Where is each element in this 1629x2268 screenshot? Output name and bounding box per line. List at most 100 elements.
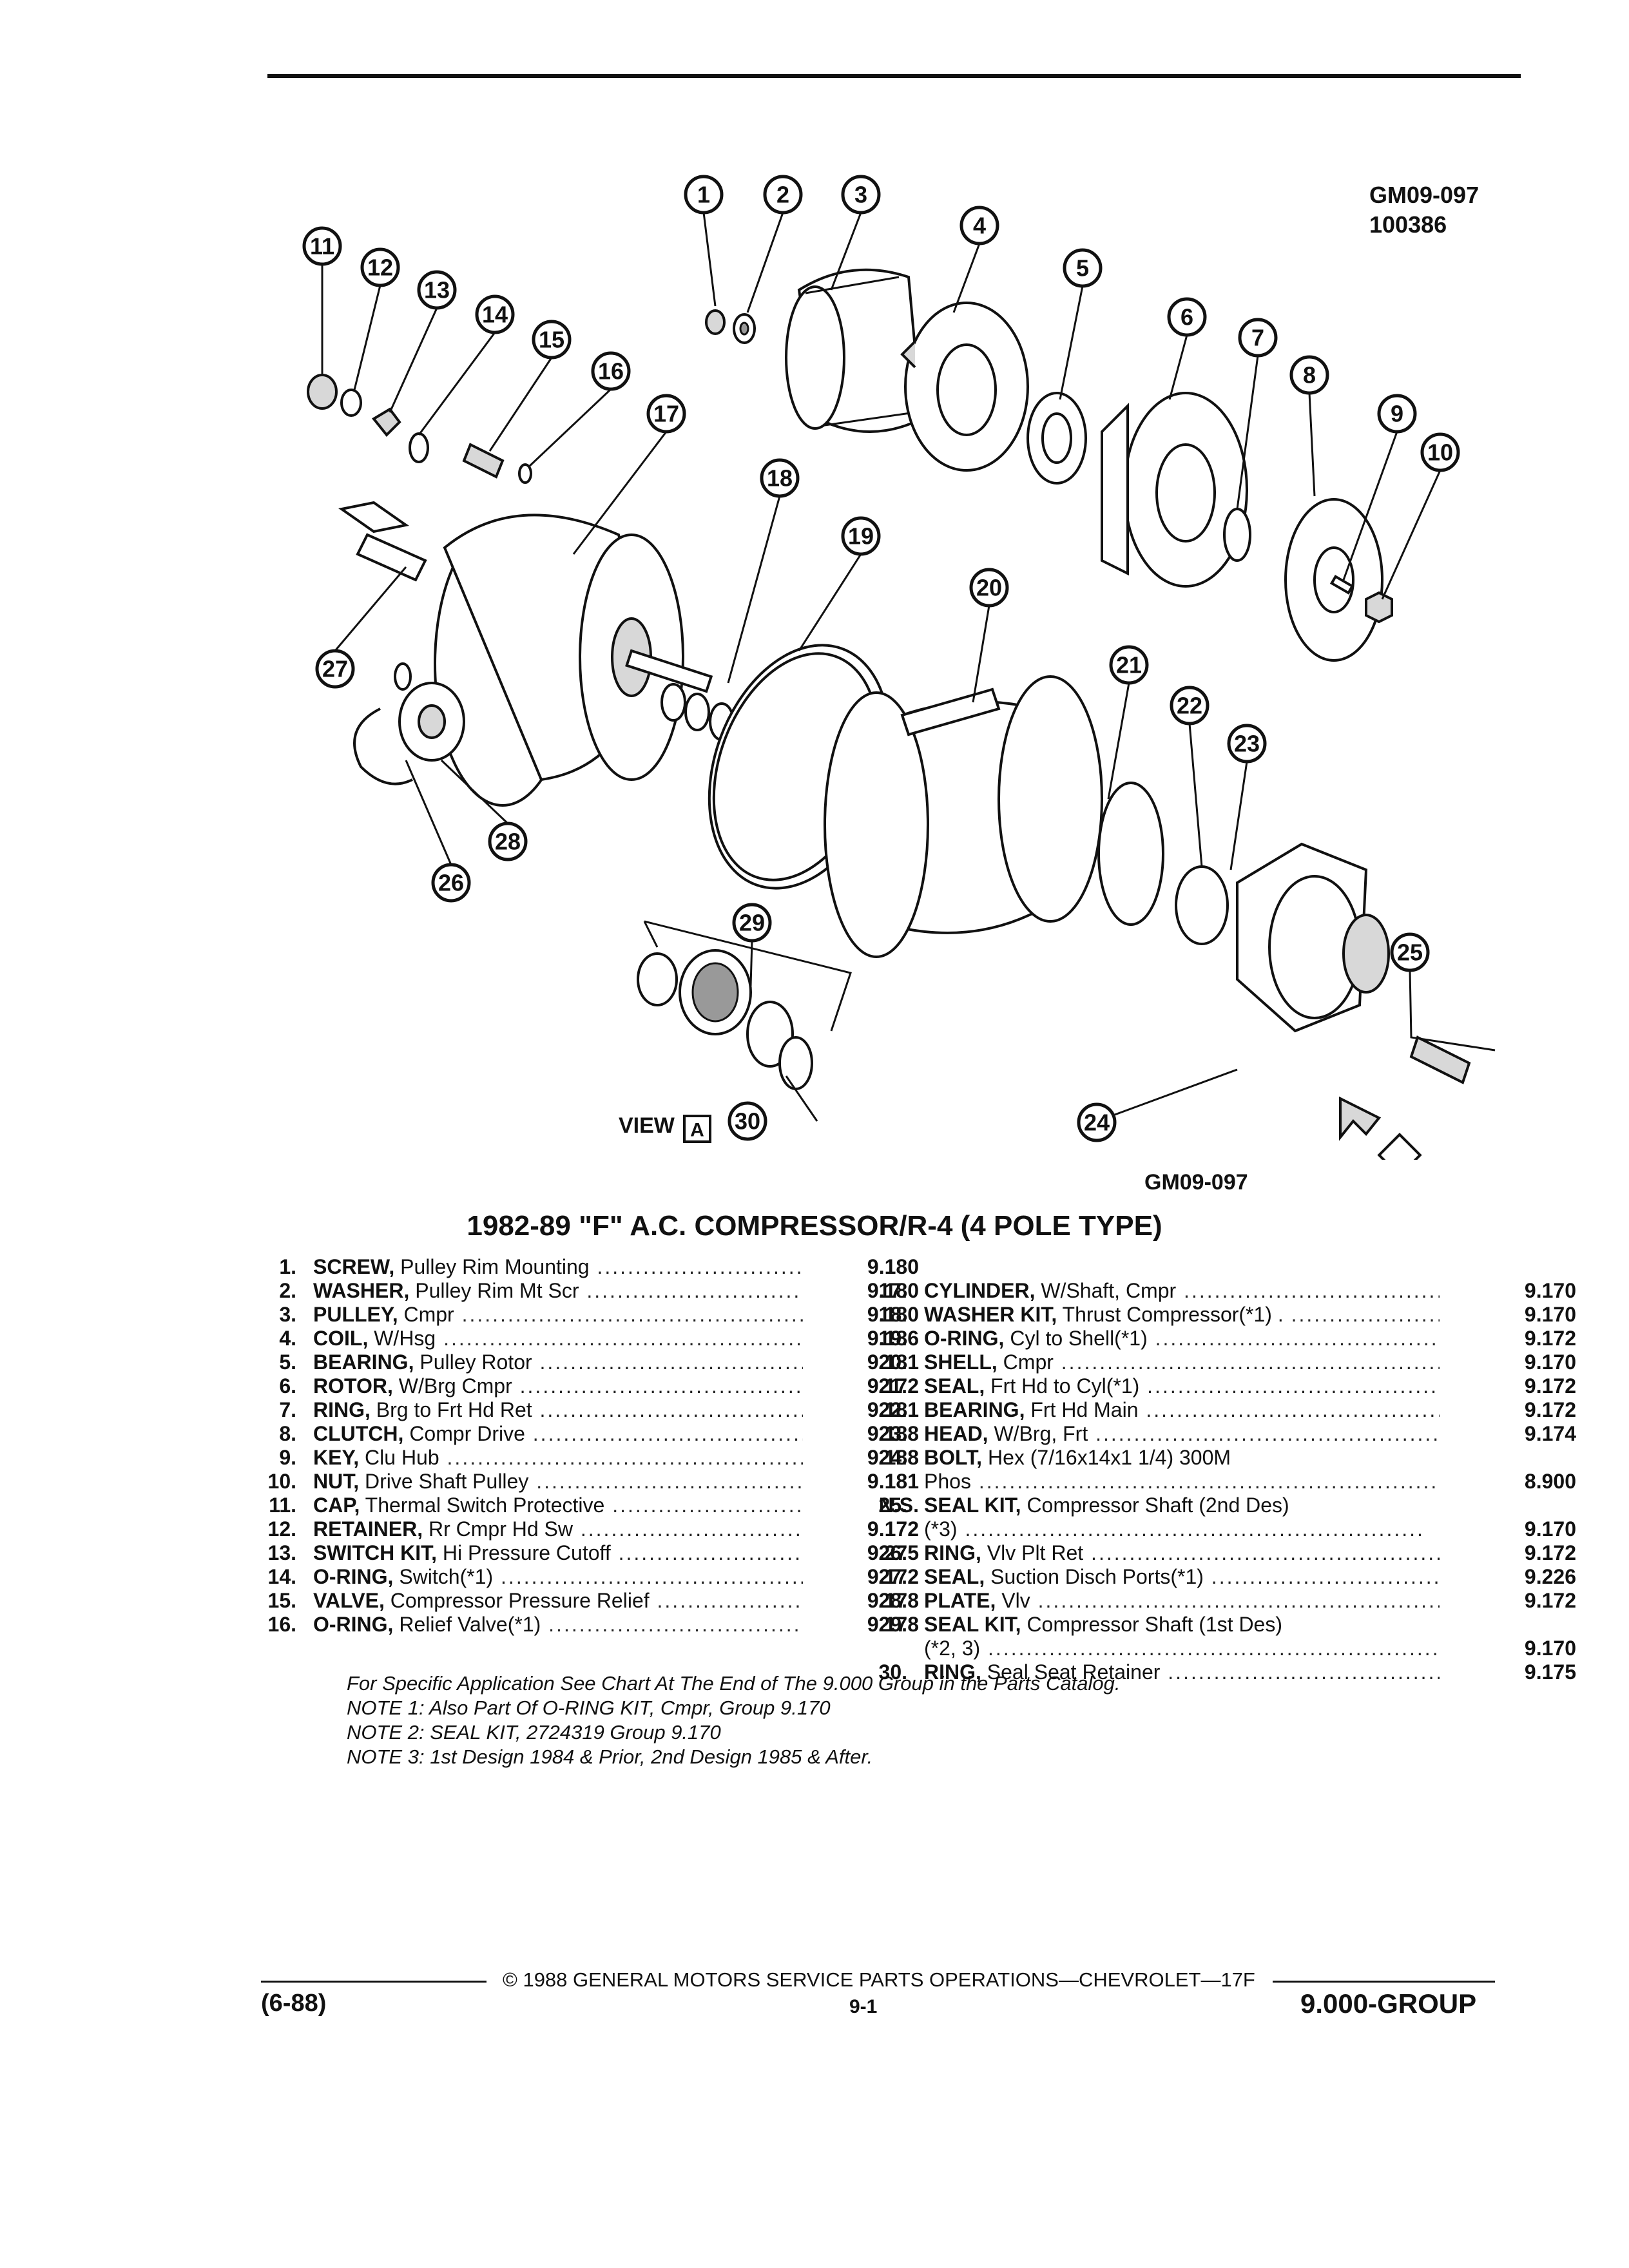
parts-list-row: 28.PLATE, Vlv ..........................…	[869, 1589, 1576, 1613]
parts-list-row: 26.RING, Vlv Plt Ret ...................…	[869, 1541, 1576, 1565]
part-description: KEY, Clu Hub ...........................…	[313, 1446, 803, 1470]
callout-22: 22	[1170, 686, 1210, 726]
part-number: 20.	[878, 1350, 907, 1374]
part-name: SHELL,	[924, 1350, 998, 1374]
part-number: 5.	[279, 1350, 296, 1374]
leader-dots: ........................................…	[1091, 1541, 1440, 1564]
part-name: CLUTCH,	[313, 1422, 404, 1445]
parts-list-row: 21.SEAL, Frt Hd to Cyl(*1) .............…	[869, 1374, 1576, 1398]
reference-code-block: GM09-097 100386	[1369, 180, 1479, 240]
group-number: 9.180	[867, 1303, 919, 1326]
part-name: HEAD,	[924, 1422, 988, 1445]
part-number: 23.	[878, 1422, 907, 1445]
part-description: O-RING, Relief Valve(*1) ...............…	[313, 1613, 803, 1637]
callout-9: 9	[1377, 394, 1417, 434]
part-detail: Vlv Plt Ret	[981, 1541, 1084, 1564]
top-rule	[267, 74, 1521, 78]
view-label: VIEW	[619, 1113, 675, 1138]
note-2: NOTE 2: SEAL KIT, 2724319 Group 9.170	[347, 1721, 721, 1744]
part-detail: Rr Cmpr Hd Sw	[423, 1517, 573, 1541]
parts-list-row: 6.ROTOR, W/Brg Cmpr ....................…	[258, 1374, 919, 1398]
callout-2: 2	[763, 175, 803, 215]
parts-list-row: 22.BEARING, Frt Hd Main ................…	[869, 1398, 1576, 1422]
svg-text:5: 5	[1076, 255, 1089, 282]
part-description: WASHER, Pulley Rim Mt Scr ..............…	[313, 1279, 803, 1303]
leader-dots: ........................................…	[461, 1303, 803, 1326]
svg-text:29: 29	[739, 910, 765, 936]
part-number: 4.	[279, 1327, 296, 1350]
note-1: NOTE 1: Also Part Of O-RING KIT, Cmpr, G…	[347, 1696, 831, 1719]
callout-18: 18	[760, 458, 800, 498]
part-number: 9.	[279, 1446, 296, 1469]
callout-8: 8	[1289, 355, 1329, 395]
part-description: PLATE, Vlv .............................…	[924, 1589, 1440, 1613]
part-detail: Compr Drive	[403, 1422, 525, 1445]
part-detail: (*3)	[924, 1517, 958, 1541]
part-detail: Thermal Switch Protective	[360, 1494, 605, 1517]
part-description: NUT, Drive Shaft Pulley ................…	[313, 1470, 803, 1494]
part-detail: Seal Seat Retainer	[981, 1660, 1161, 1684]
callout-23: 23	[1227, 724, 1267, 764]
part-detail: Suction Disch Ports(*1)	[985, 1565, 1204, 1588]
leader-dots: ........................................…	[1155, 1327, 1440, 1350]
part-number	[869, 1637, 907, 1660]
svg-text:25: 25	[1397, 939, 1423, 966]
group-number: 9.275	[867, 1541, 919, 1564]
svg-text:26: 26	[438, 870, 464, 896]
group-number: 8.900	[1524, 1470, 1576, 1493]
part-name: WASHER KIT,	[924, 1303, 1057, 1326]
part-description: SEAL, Frt Hd to Cyl(*1) ................…	[924, 1374, 1440, 1398]
part-detail: Thrust Compressor(*1) .	[1057, 1303, 1284, 1326]
part-number: 15.	[267, 1589, 296, 1612]
part-name: COIL,	[313, 1327, 369, 1350]
callout-5: 5	[1063, 248, 1103, 288]
part-name: BOLT,	[924, 1446, 983, 1469]
part-name: WASHER,	[313, 1279, 410, 1302]
view-letter-box: A	[683, 1115, 711, 1143]
parts-list-row: 9. KEY, Clu Hub .........................…	[258, 1446, 919, 1470]
parts-list-row: (*2, 3) ................................…	[869, 1637, 1576, 1660]
callout-16: 16	[591, 351, 631, 391]
part-detail: Relief Valve(*1)	[393, 1613, 541, 1636]
figure-code: GM09-097	[1144, 1170, 1248, 1195]
part-detail: Hex (7/16x14x1 1/4) 300M	[982, 1446, 1231, 1469]
callout-29: 29	[732, 903, 772, 943]
part-description: PULLEY, Cmpr ...........................…	[313, 1303, 803, 1327]
group-number: 9.172	[867, 1565, 919, 1588]
svg-text:23: 23	[1234, 731, 1260, 757]
svg-text:22: 22	[1177, 693, 1202, 719]
svg-text:17: 17	[653, 401, 679, 427]
part-number: 1.	[279, 1255, 296, 1278]
leader-dots: ........................................…	[1037, 1589, 1440, 1612]
parts-list-row: 12.RETAINER, Rr Cmpr Hd Sw .............…	[258, 1517, 919, 1541]
part-detail: Frt Hd to Cyl(*1)	[985, 1374, 1140, 1398]
part-name: CAP,	[313, 1494, 360, 1517]
part-description: (*3) ...................................…	[924, 1517, 1440, 1541]
part-name: VALVE,	[313, 1589, 385, 1612]
part-drawings	[307, 268, 1471, 1160]
part-detail: Cyl to Shell(*1)	[1004, 1327, 1148, 1350]
svg-text:27: 27	[322, 656, 348, 682]
part-name: PLATE,	[924, 1589, 996, 1612]
leader-dots: ........................................…	[1168, 1660, 1440, 1684]
leader-dots: ........................................…	[657, 1589, 803, 1612]
callout-25: 25	[1390, 932, 1430, 972]
group-number: 9.172	[867, 1517, 919, 1541]
part-name: RING,	[924, 1541, 981, 1564]
leader-dots: ........................................…	[957, 1517, 1425, 1541]
part-detail: W/Brg, Frt	[988, 1422, 1088, 1445]
callout-21: 21	[1109, 645, 1149, 685]
svg-text:15: 15	[539, 327, 564, 353]
part-number: 10.	[267, 1470, 296, 1493]
note-3: NOTE 3: 1st Design 1984 & Prior, 2nd Des…	[347, 1745, 873, 1768]
part-number	[869, 1470, 907, 1494]
part-number: 12.	[267, 1517, 296, 1541]
svg-text:21: 21	[1116, 652, 1142, 678]
part-detail: W/Hsg	[368, 1327, 436, 1350]
parts-list-row: 23.HEAD, W/Brg, Frt ....................…	[869, 1422, 1576, 1446]
footer-rule-left	[261, 1981, 487, 1983]
part-detail: Compressor Shaft (2nd Des)	[1021, 1494, 1289, 1517]
part-detail: Cmpr	[997, 1350, 1054, 1374]
part-description: COIL, W/Hsg ............................…	[313, 1327, 803, 1350]
part-description: O-RING, Switch(*1) .....................…	[313, 1565, 803, 1589]
